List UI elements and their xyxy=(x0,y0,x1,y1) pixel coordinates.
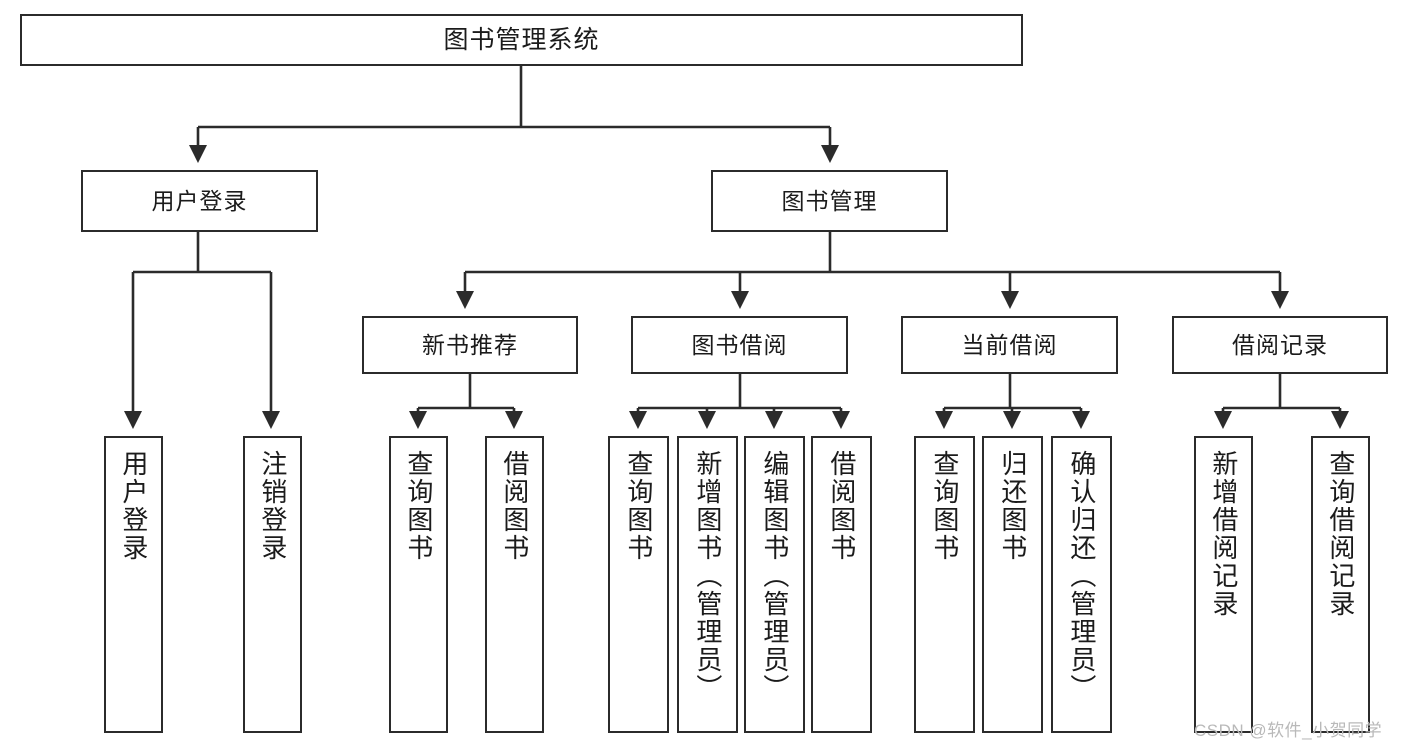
leaf-borrow-record-query[interactable]: 查询借阅记录 xyxy=(1311,436,1370,733)
node-current-borrow[interactable]: 当前借阅 xyxy=(901,316,1118,374)
leaf-label: 新增借阅记录 xyxy=(1208,450,1239,618)
leaf-label: 借阅图书 xyxy=(499,450,530,562)
leaf-label: 查询图书 xyxy=(403,450,434,562)
leaf-label: 查询借阅记录 xyxy=(1325,450,1356,618)
leaf-label: 编辑图书（管理员） xyxy=(759,450,790,702)
node-new-book-recommend[interactable]: 新书推荐 xyxy=(362,316,578,374)
leaf-book-borrow-edit[interactable]: 编辑图书（管理员） xyxy=(744,436,805,733)
leaf-book-borrow-lend[interactable]: 借阅图书 xyxy=(811,436,872,733)
node-new-book-recommend-label: 新书推荐 xyxy=(422,331,518,358)
node-user-login[interactable]: 用户登录 xyxy=(81,170,318,232)
leaf-label: 用户登录 xyxy=(118,450,149,562)
leaf-book-borrow-query[interactable]: 查询图书 xyxy=(608,436,669,733)
node-book-borrow[interactable]: 图书借阅 xyxy=(631,316,848,374)
leaf-label: 查询图书 xyxy=(623,450,654,562)
leaf-label: 确认归还（管理员） xyxy=(1066,450,1097,702)
leaf-borrow-record-add[interactable]: 新增借阅记录 xyxy=(1194,436,1253,733)
leaf-label: 借阅图书 xyxy=(826,450,857,562)
leaf-label: 新增图书（管理员） xyxy=(692,450,723,702)
leaf-current-borrow-confirm[interactable]: 确认归还（管理员） xyxy=(1051,436,1112,733)
leaf-current-borrow-query[interactable]: 查询图书 xyxy=(914,436,975,733)
leaf-label: 注销登录 xyxy=(257,450,288,562)
node-book-manage[interactable]: 图书管理 xyxy=(711,170,948,232)
leaf-current-borrow-return[interactable]: 归还图书 xyxy=(982,436,1043,733)
node-user-login-label: 用户登录 xyxy=(151,187,248,214)
node-current-borrow-label: 当前借阅 xyxy=(961,331,1058,358)
node-root-label: 图书管理系统 xyxy=(443,25,600,54)
leaf-user-login-signin[interactable]: 用户登录 xyxy=(104,436,163,733)
node-root[interactable]: 图书管理系统 xyxy=(20,14,1023,66)
node-borrow-record[interactable]: 借阅记录 xyxy=(1172,316,1388,374)
leaf-label: 查询图书 xyxy=(929,450,960,562)
leaf-book-borrow-add[interactable]: 新增图书（管理员） xyxy=(677,436,738,733)
csdn-watermark: CSDN @软件_小贺同学 xyxy=(1194,721,1383,740)
node-borrow-record-label: 借阅记录 xyxy=(1232,331,1328,358)
node-book-borrow-label: 图书借阅 xyxy=(691,331,788,358)
leaf-new-book-borrow[interactable]: 借阅图书 xyxy=(485,436,544,733)
leaf-new-book-query[interactable]: 查询图书 xyxy=(389,436,448,733)
node-book-manage-label: 图书管理 xyxy=(781,187,878,214)
leaf-user-login-signout[interactable]: 注销登录 xyxy=(243,436,302,733)
leaf-label: 归还图书 xyxy=(997,450,1028,562)
